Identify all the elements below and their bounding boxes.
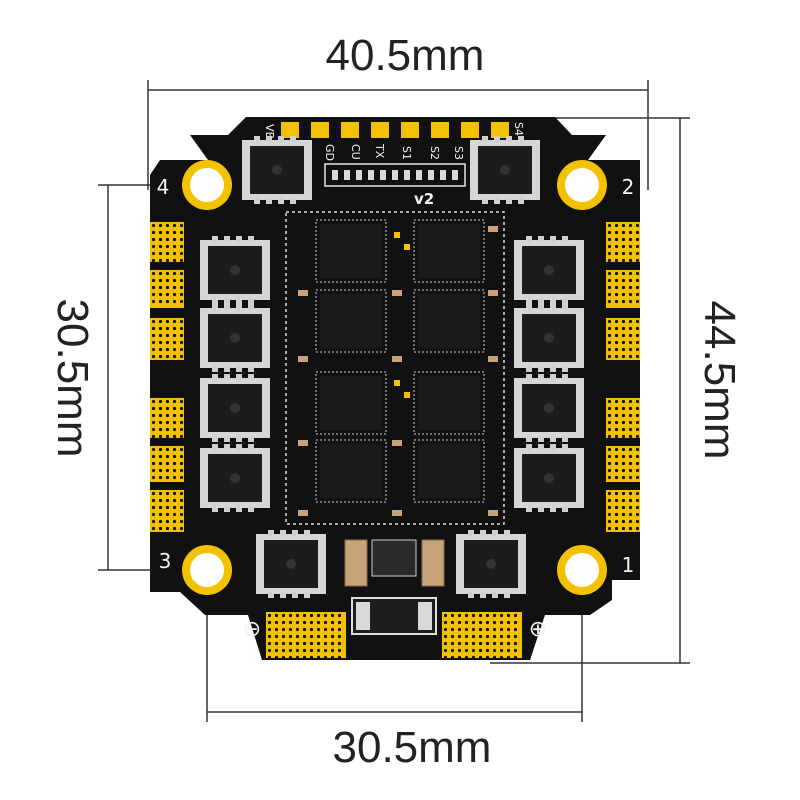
capacitor-left xyxy=(344,539,368,587)
plus-symbol: ⊕ xyxy=(529,617,547,642)
ic-chip xyxy=(315,439,387,503)
pad-label-gd: GD xyxy=(323,144,336,161)
ic-chip xyxy=(315,289,387,353)
ic-chip xyxy=(413,371,485,435)
mosfet xyxy=(470,136,540,204)
mounting-holes xyxy=(182,160,607,595)
ic-chip xyxy=(413,439,485,503)
mosfet xyxy=(200,374,270,442)
pad-label-s1: S1 xyxy=(400,146,413,160)
regulator-chip xyxy=(371,539,417,577)
mosfet xyxy=(514,236,584,304)
ic-chip xyxy=(413,289,485,353)
dimension-top-width: 40.5mm xyxy=(326,31,485,80)
mosfet xyxy=(514,374,584,442)
controller-chips xyxy=(298,219,498,516)
pad-labels: VB GD CU TX S1 S2 S3 S4 xyxy=(263,122,525,161)
pad-label-tx: TX xyxy=(373,143,386,159)
via-dots xyxy=(151,223,640,660)
pcb-board: 4 2 3 1 VB GD CU TX S1 S2 S3 S4 v2 xyxy=(150,117,640,660)
board-version: v2 xyxy=(414,190,434,208)
mcu-shield-area xyxy=(285,211,505,525)
ic-chip xyxy=(413,219,485,283)
mosfet xyxy=(200,236,270,304)
pad-label-cu: CU xyxy=(349,144,362,160)
mosfet xyxy=(200,304,270,372)
pad-label-s4: S4 xyxy=(512,122,525,136)
signal-pads xyxy=(281,122,509,138)
hole-number-2: 2 xyxy=(622,175,635,199)
capacitor-right xyxy=(421,539,445,587)
hole-number-1: 1 xyxy=(622,553,635,577)
mosfet xyxy=(256,530,326,598)
ic-chip xyxy=(315,371,387,435)
minus-symbol: ⊖ xyxy=(243,617,261,642)
left-motor-pads xyxy=(150,222,184,532)
hole-number-4: 4 xyxy=(157,175,170,199)
right-motor-pads xyxy=(606,222,640,532)
dimension-left-mount: 30.5mm xyxy=(48,299,97,458)
dimension-bottom-mount: 30.5mm xyxy=(333,723,492,772)
mosfet xyxy=(200,444,270,512)
mosfets xyxy=(200,136,584,598)
ic-chip xyxy=(315,219,387,283)
pad-label-vb: VB xyxy=(263,124,276,139)
mosfet xyxy=(514,304,584,372)
hole-number-3: 3 xyxy=(159,549,172,573)
mosfet xyxy=(242,136,312,204)
dimension-right-height: 44.5mm xyxy=(695,301,744,460)
pad-label-s3: S3 xyxy=(452,146,465,160)
mosfet xyxy=(514,444,584,512)
connector-footprint xyxy=(324,163,466,187)
pad-label-s2: S2 xyxy=(428,146,441,160)
mosfet xyxy=(456,530,526,598)
